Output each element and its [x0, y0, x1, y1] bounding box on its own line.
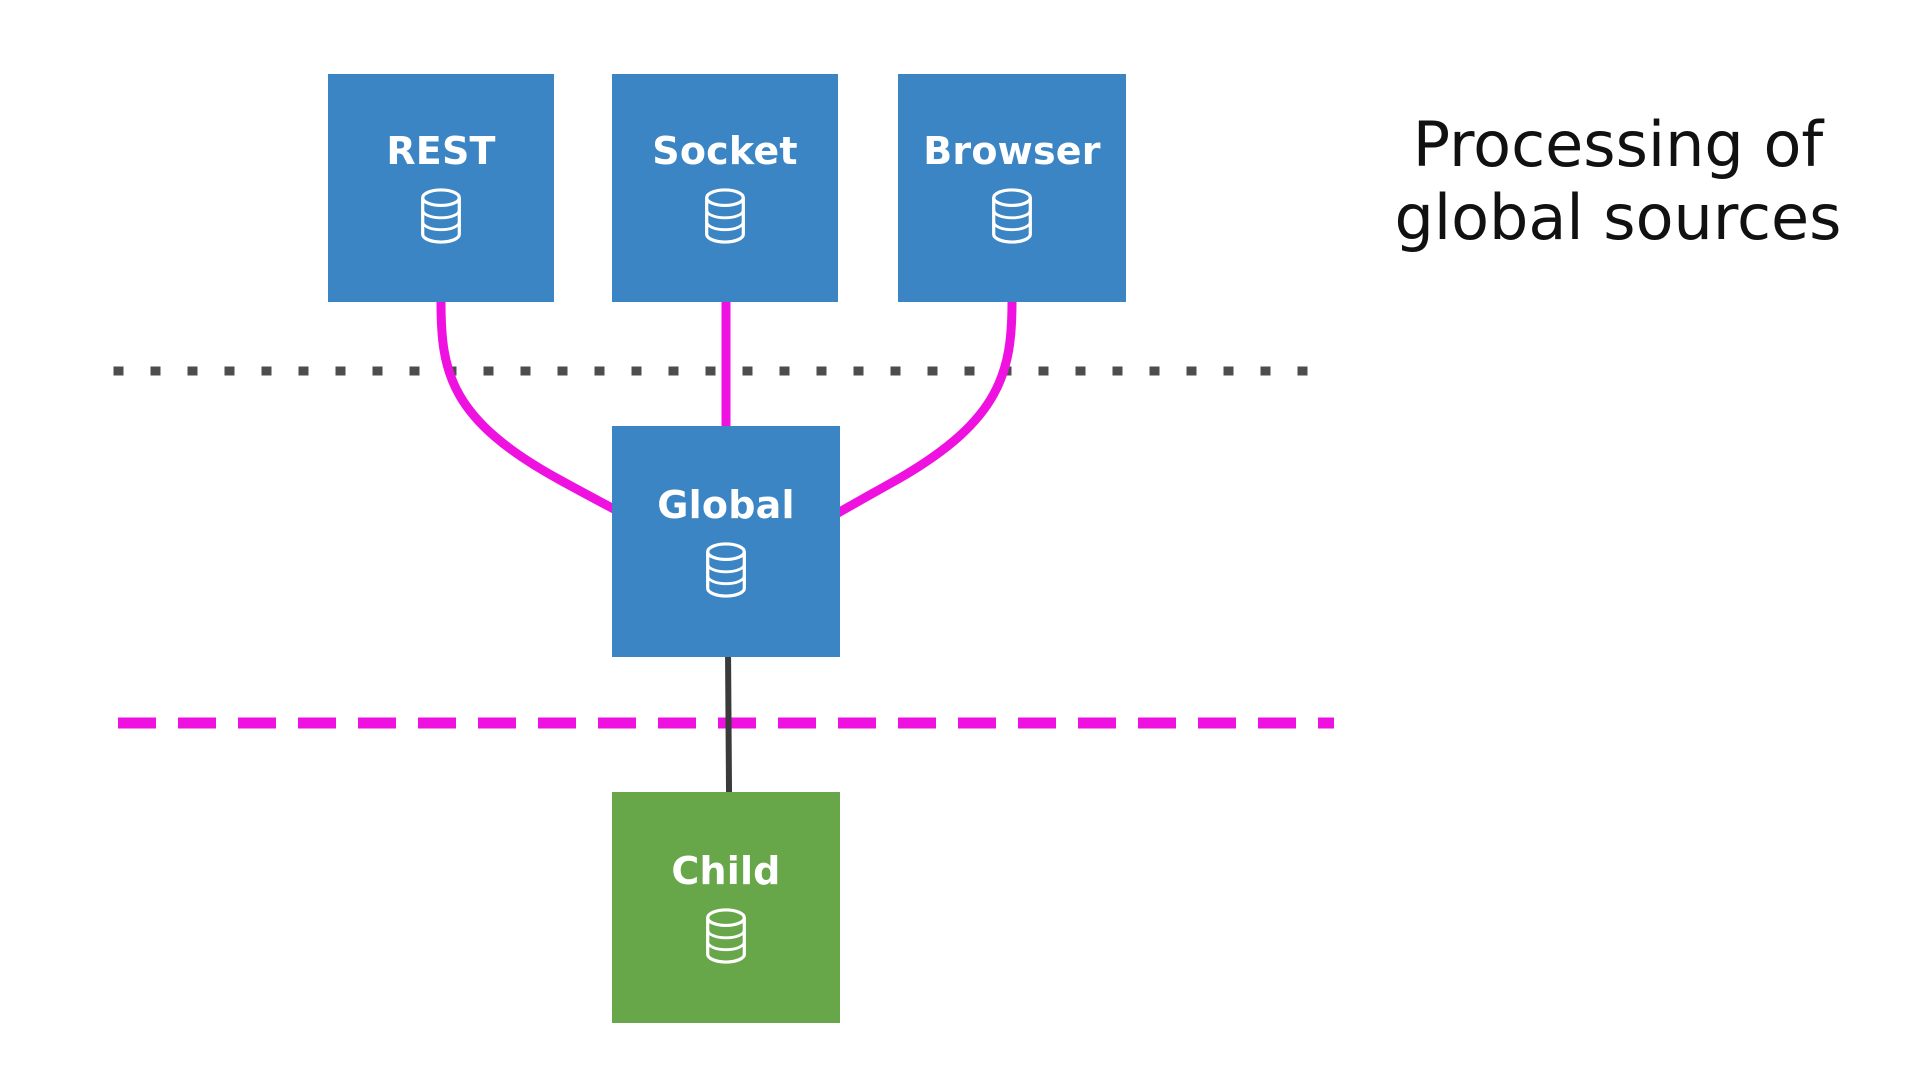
database-icon: [706, 907, 746, 964]
database-icon: [705, 188, 745, 244]
diagram-title: Processing of global sources: [1394, 108, 1842, 255]
database-icon: [706, 541, 746, 598]
node-child[interactable]: Child: [612, 792, 840, 1023]
node-child-label: Child: [671, 848, 781, 893]
node-rest[interactable]: REST: [328, 74, 554, 302]
node-socket-label: Socket: [652, 129, 798, 173]
node-browser-label: Browser: [923, 129, 1101, 173]
node-global-label: Global: [657, 482, 795, 527]
node-global[interactable]: Global: [612, 426, 840, 657]
node-socket[interactable]: Socket: [612, 74, 838, 302]
database-icon: [421, 188, 461, 244]
node-rest-label: REST: [386, 129, 496, 173]
node-browser[interactable]: Browser: [898, 74, 1126, 302]
database-icon: [992, 188, 1032, 244]
